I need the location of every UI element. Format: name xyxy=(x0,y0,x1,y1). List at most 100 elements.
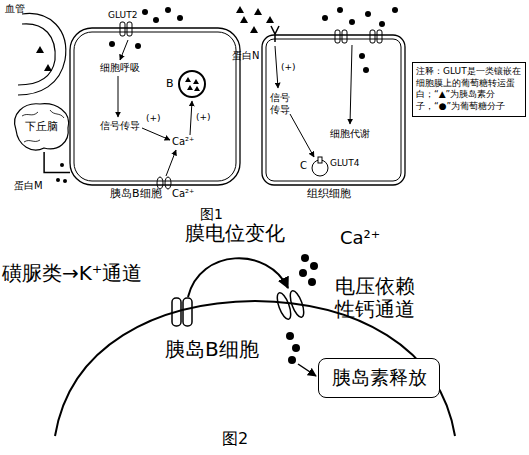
process-label: 信号传导 xyxy=(270,92,292,115)
brain-outline xyxy=(15,104,69,150)
process-label: 膜电位变化 xyxy=(185,222,285,245)
glut4-channel xyxy=(370,30,375,43)
brain-region: 下丘脑 xyxy=(10,100,72,152)
insulin-molecule xyxy=(187,85,193,90)
membrane-inner xyxy=(74,32,236,181)
flow-arrow xyxy=(142,128,170,140)
channel-label: 电压依赖性钙通道 xyxy=(335,275,421,321)
flow-arrow xyxy=(298,364,316,376)
membrane-outer xyxy=(262,35,405,185)
drug-label: 磺脲类→K⁺通道 xyxy=(2,262,142,285)
calcium-ion xyxy=(301,254,309,262)
figure-number: 图1 xyxy=(200,206,223,222)
promote-sign: (+) xyxy=(281,62,296,72)
glucose-molecule xyxy=(363,67,369,73)
potassium-channel xyxy=(183,298,192,326)
promote-sign: (+) xyxy=(196,112,211,122)
insulin-molecule xyxy=(36,46,44,53)
calcium-ion xyxy=(286,332,294,340)
vessel-wall xyxy=(18,13,66,95)
note-box: 注释：GLUT是一类镶嵌在细胞膜上的葡萄糖转运蛋白；“▲”为胰岛素分子，“●”为… xyxy=(412,62,526,117)
insulin-molecule xyxy=(266,16,274,23)
glucose-molecule xyxy=(359,53,365,59)
insulin-molecule xyxy=(236,6,244,13)
node-text: 组织细胞 xyxy=(307,186,351,201)
protein-label: GLUT4 xyxy=(330,158,359,168)
node-text: 下丘脑 xyxy=(25,119,58,134)
flow-arrow xyxy=(166,150,176,176)
figure-number: 图2 xyxy=(222,430,248,448)
glut4-channel xyxy=(342,30,347,43)
insulin-vesicle: B xyxy=(178,70,206,98)
glucose-molecule xyxy=(177,15,183,21)
node-text: 注释：GLUT是一类镶嵌在细胞膜上的葡萄糖转运蛋白；“▲”为胰岛素分子，“●”为… xyxy=(416,66,522,113)
glucose-molecule xyxy=(392,7,398,13)
insulin-vesicle-outline xyxy=(178,70,206,98)
ion-label: Ca²⁺ xyxy=(172,188,194,200)
vessel-label: 血管 xyxy=(5,3,25,15)
glucose-molecule xyxy=(349,19,355,25)
flow-arrow xyxy=(290,114,314,157)
membrane-inner xyxy=(266,39,401,181)
transmitter-dot xyxy=(60,163,64,167)
glut4-channel xyxy=(377,30,382,43)
process-box: 胰岛素释放 xyxy=(318,358,440,398)
vessel-wall xyxy=(18,24,55,85)
glucose-molecule xyxy=(165,7,171,13)
glucose-molecule xyxy=(109,41,115,47)
flow-arrow xyxy=(275,46,278,88)
protein-label: 蛋白M xyxy=(14,180,43,192)
glucose-molecule xyxy=(135,43,141,49)
islet-cell: 胰岛B细胞B xyxy=(70,28,240,185)
glut4-channel xyxy=(335,30,340,43)
glucose-molecule xyxy=(379,21,385,27)
flow-arrow xyxy=(120,40,128,60)
process-label: 细胞代谢 xyxy=(330,128,370,140)
glut4-channel xyxy=(318,157,322,163)
glut2-channel xyxy=(120,22,125,36)
transmitter-dot xyxy=(63,179,67,183)
node-text: 胰岛B细胞 xyxy=(110,186,162,201)
insulin-molecule xyxy=(44,64,52,71)
node-text: 胰岛B细胞 xyxy=(165,336,259,363)
insulin-molecule xyxy=(185,77,191,82)
protein-label: 蛋白N xyxy=(232,50,259,62)
calcium-ion xyxy=(299,269,307,277)
calcium-ion xyxy=(308,278,316,286)
membrane-arc xyxy=(55,301,455,436)
flow-arrow xyxy=(350,45,352,124)
calcium-ion xyxy=(288,356,296,364)
potential-arrow xyxy=(188,258,288,297)
glucose-molecule xyxy=(365,11,371,17)
islet-cell-outline xyxy=(70,28,240,185)
insulin-molecule xyxy=(194,86,200,91)
ion-label: Ca²⁺ xyxy=(340,228,380,249)
nerve-fiber xyxy=(44,152,70,172)
calcium-ion xyxy=(292,344,300,352)
brain-fold xyxy=(22,110,64,142)
node-text: B xyxy=(166,77,174,90)
promote-sign: (+) xyxy=(146,113,161,123)
insulin-molecule xyxy=(254,8,262,15)
process-label: 细胞呼吸 xyxy=(100,62,140,74)
calcium-channel xyxy=(165,177,171,189)
protein-label: GLUT2 xyxy=(108,10,137,20)
membrane-outer xyxy=(70,28,240,185)
flow-arrow xyxy=(190,101,192,135)
insulin-molecule xyxy=(193,79,199,84)
vesicle-outline xyxy=(179,71,205,97)
glucose-molecule xyxy=(322,15,328,21)
node-text: 胰岛素释放 xyxy=(332,365,427,391)
vesicle-label: C xyxy=(300,160,307,172)
flow-arrow xyxy=(118,76,119,117)
glucose-molecule xyxy=(153,17,159,23)
process-label: 信号传导 xyxy=(100,120,140,132)
glucose-molecule xyxy=(337,7,343,13)
ion-label: Ca²⁺ xyxy=(172,136,194,148)
glucose-molecule xyxy=(142,9,148,15)
transmitter-dot xyxy=(56,178,60,182)
insulin-molecule xyxy=(250,26,258,33)
